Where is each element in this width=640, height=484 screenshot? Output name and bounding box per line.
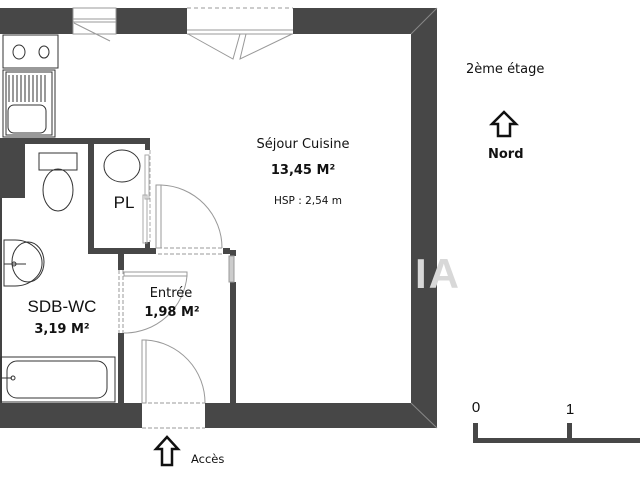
scale-label-1: 1 xyxy=(565,401,575,418)
watermark: IA xyxy=(415,250,461,297)
closet-fixtures xyxy=(103,149,141,183)
toilet xyxy=(38,152,78,212)
room-name-sdb: SDB-WC xyxy=(27,297,97,316)
scale-bar xyxy=(473,423,640,443)
north-label: Nord xyxy=(488,147,524,162)
room-area-sejour: 13,45 M² xyxy=(270,163,336,178)
north-arrow-icon xyxy=(488,110,520,138)
floor-label: 2ème étage xyxy=(466,62,545,77)
room-name-entree: Entrée xyxy=(149,286,193,301)
windows xyxy=(72,7,293,60)
room-name-sejour: Séjour Cuisine xyxy=(256,137,350,152)
entrance-door xyxy=(141,339,206,429)
bathroom-fixtures xyxy=(0,239,116,403)
access-label: Accès xyxy=(191,452,225,466)
room-area-entree: 1,98 M² xyxy=(144,305,200,320)
access-arrow-icon xyxy=(153,435,181,467)
room-height-sejour: HSP : 2,54 m xyxy=(273,195,343,207)
walls xyxy=(0,8,437,428)
room-name-pl: PL xyxy=(113,193,135,212)
door-bathroom xyxy=(118,270,188,334)
closet-sliding-doors xyxy=(142,150,151,244)
room-area-sdb: 3,19 M² xyxy=(34,322,90,337)
scale-label-0: 0 xyxy=(471,399,481,416)
door-sejour xyxy=(155,184,235,283)
kitchen-fixtures xyxy=(2,34,59,138)
